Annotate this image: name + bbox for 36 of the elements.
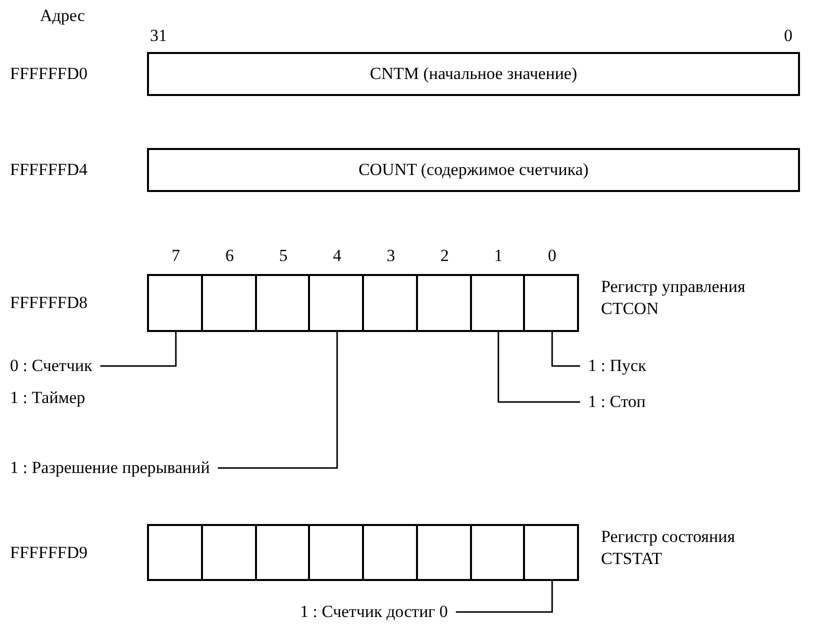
- register-box: [147, 274, 579, 332]
- bit-description: 1 : Разрешение прерываний: [10, 456, 210, 480]
- address-label: FFFFFFD8: [10, 292, 88, 314]
- address-label: FFFFFFD4: [10, 159, 88, 181]
- bit-number: 7: [170, 245, 182, 267]
- leader-line: [551, 330, 580, 367]
- leader-line: [498, 330, 580, 403]
- address-label: FFFFFFD0: [10, 63, 88, 85]
- bit-number: 4: [332, 245, 342, 267]
- bit-cell: [256, 526, 310, 579]
- bit-description: 1 : Стоп: [588, 390, 646, 414]
- leader-line: [100, 330, 177, 367]
- register-name: Регистр состояния CTSTAT: [601, 526, 736, 570]
- bit-cell: [256, 276, 310, 330]
- bit-number: 3: [386, 245, 396, 267]
- register-field: COUNT (содержимое счетчика): [147, 148, 800, 192]
- bit-description: 0 : Счетчик: [10, 355, 92, 377]
- bit-description: 1 : Таймер: [10, 387, 86, 409]
- bit-number: 0: [784, 25, 792, 47]
- leader-line: [218, 330, 338, 469]
- bit-number: 5: [278, 245, 289, 267]
- leader-line: [456, 579, 553, 613]
- column-heading: Адрес: [40, 5, 85, 27]
- register-field: CNTM (начальное значение): [147, 52, 800, 96]
- address-label: FFFFFFD9: [10, 542, 88, 564]
- bit-number: 2: [439, 245, 450, 267]
- bit-number: 1: [493, 245, 504, 267]
- bit-number: 31: [150, 25, 167, 47]
- bit-number: 6: [224, 245, 235, 267]
- bit-description: 1 : Пуск: [588, 354, 646, 378]
- bit-description: 1 : Счетчик достиг 0: [300, 600, 448, 624]
- register-name: Регистр управления CTCON: [601, 276, 746, 320]
- bit-number: 0: [546, 245, 558, 267]
- bit-cell: [472, 276, 526, 330]
- bit-cell: [472, 526, 526, 579]
- register-box: [147, 524, 579, 581]
